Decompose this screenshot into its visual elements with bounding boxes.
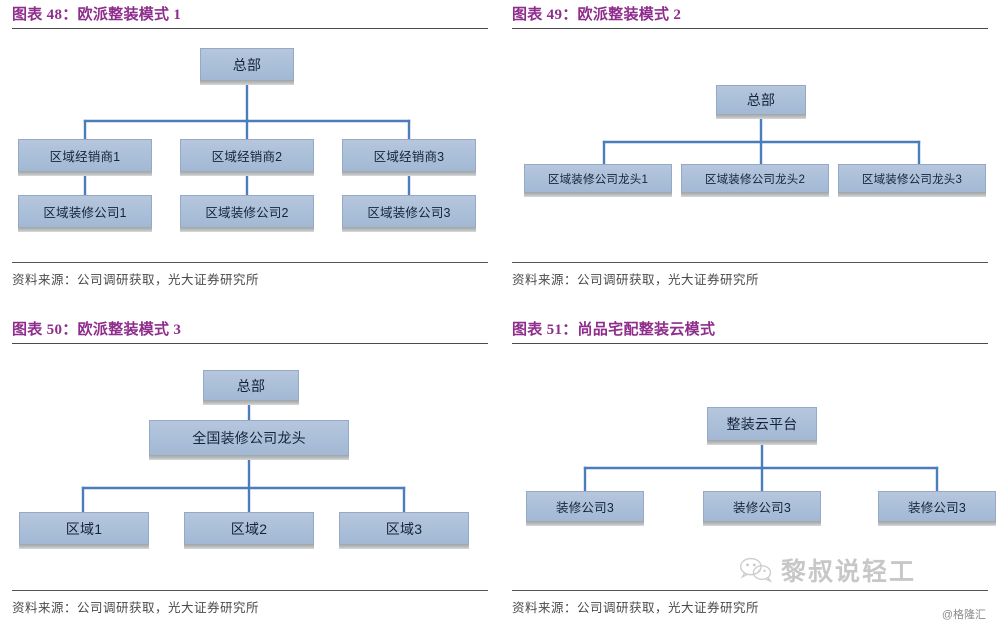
figure-panel-51: 图表 51：尚品宅配整装云模式 整装云平台 装修公司3 装修公司3 装修	[500, 315, 1000, 630]
figure-panel-50: 图表 50：欧派整装模式 3 总部 全国装修公司	[0, 315, 500, 630]
panel-51-title-rule	[512, 343, 988, 344]
panel-50-source-rule	[12, 590, 488, 591]
node-regional-leader-1: 区域装修公司龙头1	[524, 164, 672, 197]
node-regional-dealer-3: 区域经销商3	[342, 139, 476, 176]
node-regional-leader-3: 区域装修公司龙头3	[838, 164, 986, 197]
node-hq: 总部	[203, 370, 299, 405]
node-regional-dealer-1: 区域经销商1	[18, 139, 152, 176]
node-regional-deco-company-2: 区域装修公司2	[180, 195, 314, 232]
panel-50-source: 资料来源：公司调研获取，光大证券研究所	[12, 601, 260, 615]
node-regional-dealer-2: 区域经销商2	[180, 139, 314, 176]
figure-panel-48: 图表 48：欧派整装模式 1	[0, 0, 500, 315]
node-region-1: 区域1	[19, 512, 149, 549]
node-national-leader: 全国装修公司龙头	[149, 420, 349, 460]
panel-51-diagram	[500, 315, 1000, 630]
node-region-2: 区域2	[184, 512, 314, 549]
node-deco-company-1: 装修公司3	[526, 491, 644, 526]
node-deco-company-3: 装修公司3	[878, 491, 996, 526]
panel-49-source-rule	[512, 262, 988, 263]
node-region-3: 区域3	[339, 512, 469, 549]
figure-panel-49: 图表 49：欧派整装模式 2 总部 区域装修公司龙头1 区域装修公司龙头2	[500, 0, 1000, 315]
panel-48-source-rule	[12, 262, 488, 263]
node-hq: 总部	[200, 48, 294, 85]
panel-48-title-rule	[12, 28, 488, 29]
panel-51-source: 资料来源：公司调研获取，光大证券研究所	[512, 601, 760, 615]
node-cloud-platform: 整装云平台	[707, 407, 817, 445]
panel-50-diagram	[0, 315, 500, 630]
node-regional-leader-2: 区域装修公司龙头2	[681, 164, 829, 197]
panel-48-title: 图表 48：欧派整装模式 1	[12, 7, 182, 23]
credit-label: @格隆汇	[941, 609, 986, 621]
panel-48-source: 资料来源：公司调研获取，光大证券研究所	[12, 273, 260, 287]
panel-49-title: 图表 49：欧派整装模式 2	[512, 7, 682, 23]
node-hq: 总部	[716, 85, 806, 119]
panel-51-title: 图表 51：尚品宅配整装云模式	[512, 322, 716, 338]
panel-49-title-rule	[512, 28, 988, 29]
panel-51-source-rule	[512, 590, 988, 591]
node-regional-deco-company-1: 区域装修公司1	[18, 195, 152, 232]
node-regional-deco-company-3: 区域装修公司3	[342, 195, 476, 232]
panel-50-title-rule	[12, 343, 488, 344]
panel-49-diagram	[500, 0, 1000, 315]
panel-49-source: 资料来源：公司调研获取，光大证券研究所	[512, 273, 760, 287]
panel-50-title: 图表 50：欧派整装模式 3	[12, 322, 182, 338]
node-deco-company-2: 装修公司3	[703, 491, 821, 526]
